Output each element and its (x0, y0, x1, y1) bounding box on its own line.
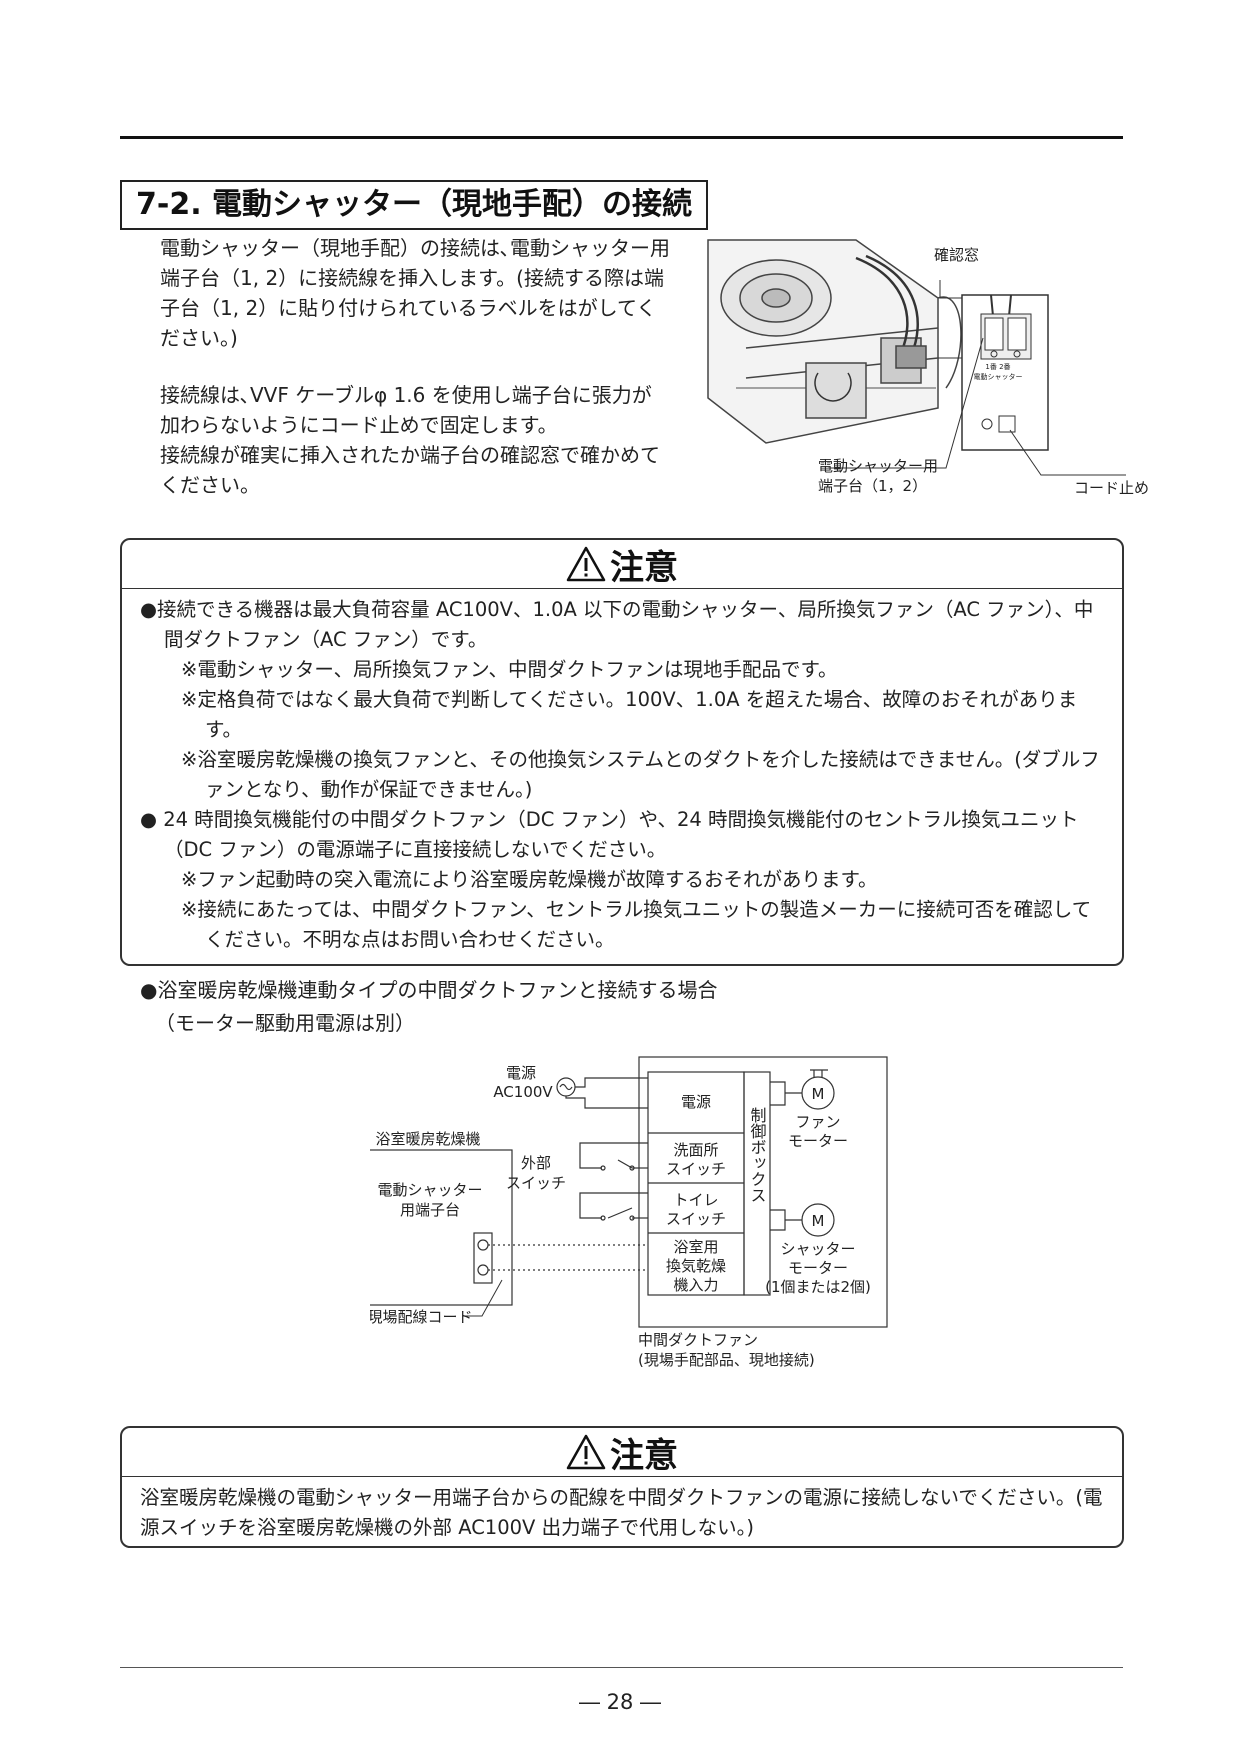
caution-body-1: ●接続できる機器は最大負荷容量 AC100V、1.0A 以下の電動シャッター、局… (122, 589, 1122, 965)
fan-motor-2: モーター (788, 1132, 848, 1150)
caution-note: ※浴室暖房乾燥機の換気ファンと、その他換気システムとのダクトを介した接続はできま… (181, 748, 1100, 801)
intro-line: 加わらないようにコード止めで固定します。 (160, 413, 558, 437)
box-toilet-1: トイレ (673, 1191, 718, 1209)
product-illustration: 1番 2番 電動シャッター 確認窓 電動シャッター用 端子台（1，2） コード止… (707, 239, 1148, 497)
shutter-motor-3: (1個または2個) (765, 1278, 871, 1296)
duct-fan-1: 中間ダクトファン (638, 1331, 758, 1349)
wiring-diagram: 電源 AC100V 浴室暖房乾燥機 電動シャッター 用端子台 外部 スイッチ 電… (370, 1056, 888, 1369)
intro-line: ださい。) (160, 326, 238, 350)
unit-body-drawing (707, 239, 962, 444)
caution-title-2: 注意 (610, 1435, 678, 1476)
terminal-inset (961, 294, 1049, 451)
unit-title: 浴室暖房乾燥機 (375, 1130, 480, 1148)
warning-icon (566, 1434, 606, 1470)
intro-paragraph-2: 接続線は､VVF ケーブルφ 1.6 を使用し端子台に張力が 加わらないようにコ… (160, 380, 680, 500)
box-bath-1: 浴室用 (673, 1238, 718, 1256)
fan-motor-symbol: M (812, 1085, 825, 1103)
leader-lines (828, 280, 1126, 476)
box-wash-2: スイッチ (666, 1160, 726, 1178)
page-number: ― 28 ― (578, 1690, 662, 1714)
diagram-subnote: （モーター駆動用電源は別） (155, 1011, 415, 1035)
terminal-mark-2: 電動シャッター (974, 372, 1023, 381)
intro-line: 電動シャッター（現地手配）の接続は､電動シャッター用 (160, 236, 670, 260)
label-confirm-window: 確認窓 (934, 246, 979, 264)
caution-title-1: 注意 (610, 547, 678, 588)
power-label-2: AC100V (493, 1083, 553, 1101)
caution-header-2: 注意 (122, 1428, 1122, 1477)
box-power: 電源 (681, 1093, 711, 1111)
ext-switch-2: スイッチ (506, 1174, 566, 1192)
top-rule (120, 136, 1123, 139)
intro-line: 子台（1, 2）に貼り付けられているラベルをはがしてく (160, 296, 657, 320)
label-cord-stopper: コード止め (1074, 479, 1148, 497)
box-bath-3: 機入力 (673, 1276, 718, 1294)
unit-terminal-1: 電動シャッター (377, 1181, 482, 1199)
shutter-motor-1: シャッター (780, 1240, 855, 1258)
field-wiring-dotted (488, 1244, 648, 1271)
intro-paragraph-1: 電動シャッター（現地手配）の接続は､電動シャッター用 端子台（1, 2）に接続線… (160, 233, 680, 353)
label-terminal-1: 電動シャッター用 (818, 457, 938, 475)
terminal-mark-1: 1番 2番 (985, 363, 1010, 371)
duct-fan-2: (現場手配部品、現地接続) (638, 1351, 815, 1369)
label-terminal-2: 端子台（1，2） (818, 477, 927, 495)
caution-header-1: 注意 (122, 540, 1122, 589)
caution-box-1: 注意 ●接続できる機器は最大負荷容量 AC100V、1.0A 以下の電動シャッタ… (120, 538, 1124, 966)
box-bath-2: 換気乾燥 (666, 1257, 726, 1275)
shutter-motor-2: モーター (788, 1259, 848, 1277)
warning-icon (566, 546, 606, 582)
diagram-lines (370, 1056, 888, 1328)
diagram-heading: ●浴室暖房乾燥機連動タイプの中間ダクトファンと接続する場合 (140, 978, 718, 1002)
section-title: 7-2. 電動シャッター（現地手配）の接続 (120, 180, 709, 230)
intro-line: 接続線が確実に挿入されたか端子台の確認窓で確かめて (160, 443, 660, 467)
intro-line: 接続線は､VVF ケーブルφ 1.6 を使用し端子台に張力が (160, 383, 652, 407)
control-box-label: 制御ボックス (748, 1107, 767, 1203)
power-label-1: 電源 (506, 1064, 536, 1082)
caution-note: ※定格負荷ではなく最大負荷で判断してください。100V、1.0A を超えた場合、… (181, 688, 1078, 741)
box-wash-1: 洗面所 (673, 1141, 718, 1159)
intro-line: ください。 (160, 473, 260, 497)
caution-box-2: 注意 浴室暖房乾燥機の電動シャッター用端子台からの配線を中間ダクトファンの電源に… (120, 1426, 1124, 1548)
intro-line: 端子台（1, 2）に接続線を挿入します。(接続する際は端 (160, 266, 664, 290)
caution-body-2: 浴室暖房乾燥機の電動シャッター用端子台からの配線を中間ダクトファンの電源に接続し… (122, 1477, 1122, 1553)
field-cord-label: 現場配線コード (370, 1308, 473, 1326)
fan-motor-1: ファン (795, 1113, 840, 1131)
caution-note: ※電動シャッター、局所換気ファン、中間ダクトファンは現地手配品です。 (181, 658, 838, 681)
ext-switch-1: 外部 (521, 1154, 551, 1172)
caution-note: ※ファン起動時の突入電流により浴室暖房乾燥機が故障するおそれがあります。 (181, 868, 878, 891)
bottom-rule (120, 1667, 1123, 1668)
unit-terminal-2: 用端子台 (400, 1201, 460, 1219)
caution-bullet: ●接続できる機器は最大負荷容量 AC100V、1.0A 以下の電動シャッター、局… (140, 598, 1094, 651)
box-toilet-2: スイッチ (666, 1210, 726, 1228)
field-cord-leader (463, 1279, 503, 1317)
caution-note: ※接続にあたっては、中間ダクトファン、セントラル換気ユニットの製造メーカーに接続… (181, 898, 1092, 951)
caution-bullet: ● 24 時間換気機能付の中間ダクトファン（DC ファン）や、24 時間換気機能… (140, 808, 1079, 861)
caution-text: 浴室暖房乾燥機の電動シャッター用端子台からの配線を中間ダクトファンの電源に接続し… (140, 1486, 1103, 1539)
shutter-motor-symbol: M (812, 1212, 825, 1230)
